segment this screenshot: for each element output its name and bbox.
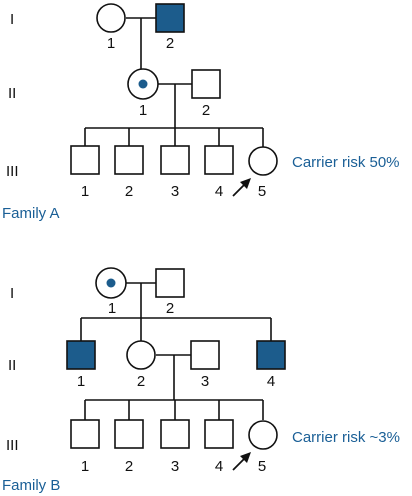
individual-number: 1 (108, 300, 116, 317)
individual-number: 2 (166, 35, 174, 52)
individual-number: 2 (137, 373, 145, 390)
female-proband-symbol (248, 146, 278, 176)
individual-number: 2 (125, 183, 133, 200)
female-unaffected-symbol (96, 3, 126, 33)
individual-number: 1 (107, 35, 115, 52)
family-label: Family B (2, 477, 60, 494)
individual-number: 2 (125, 458, 133, 475)
male-affected-symbol (256, 340, 286, 370)
generation-label-i: I (10, 11, 14, 28)
individual-number: 2 (166, 300, 174, 317)
generation-label-iii: III (6, 163, 19, 180)
individual-number: 5 (258, 458, 266, 475)
male-unaffected-symbol (160, 419, 190, 449)
individual-number: 3 (171, 458, 179, 475)
male-unaffected-symbol (114, 419, 144, 449)
individual-number: 4 (215, 458, 223, 475)
generation-label-ii: II (8, 357, 16, 374)
individual-number: 3 (201, 373, 209, 390)
female-proband-symbol (248, 420, 278, 450)
individual-number: 5 (258, 183, 266, 200)
family-a-pedigree: I II III 1 2 1 2 1 2 3 4 5 Carrier risk … (2, 3, 400, 222)
generation-label-ii: II (8, 85, 16, 102)
male-unaffected-symbol (191, 69, 221, 99)
male-unaffected-symbol (204, 145, 234, 175)
individual-number: 1 (139, 102, 147, 119)
generation-label-iii: III (6, 437, 19, 454)
individual-number: 4 (267, 373, 275, 390)
carrier-dot-icon (138, 79, 148, 89)
male-unaffected-symbol (114, 145, 144, 175)
male-unaffected-symbol (160, 145, 190, 175)
individual-number: 1 (77, 373, 85, 390)
carrier-risk-annotation: Carrier risk 50% (292, 154, 400, 171)
proband-arrow-icon (232, 452, 251, 471)
family-b-lines (80, 282, 272, 420)
carrier-dot-icon (106, 278, 116, 288)
carrier-risk-annotation: Carrier risk ~3% (292, 429, 400, 446)
male-unaffected-symbol (70, 145, 100, 175)
male-affected-symbol (155, 3, 185, 33)
generation-label-i: I (10, 285, 14, 302)
individual-number: 3 (171, 183, 179, 200)
male-unaffected-symbol (70, 419, 100, 449)
individual-number: 2 (202, 102, 210, 119)
individual-number: 1 (81, 183, 89, 200)
male-unaffected-symbol (155, 268, 185, 298)
individual-number: 1 (81, 458, 89, 475)
family-b-pedigree: I II III 1 2 1 2 3 4 1 2 3 4 5 Carrier r… (2, 267, 400, 494)
proband-arrow-icon (232, 178, 251, 197)
male-affected-symbol (66, 340, 96, 370)
individual-number: 4 (215, 183, 223, 200)
male-unaffected-symbol (190, 340, 220, 370)
family-label: Family A (2, 205, 60, 222)
female-unaffected-symbol (126, 340, 156, 370)
male-unaffected-symbol (204, 419, 234, 449)
family-a-lines (84, 17, 264, 147)
